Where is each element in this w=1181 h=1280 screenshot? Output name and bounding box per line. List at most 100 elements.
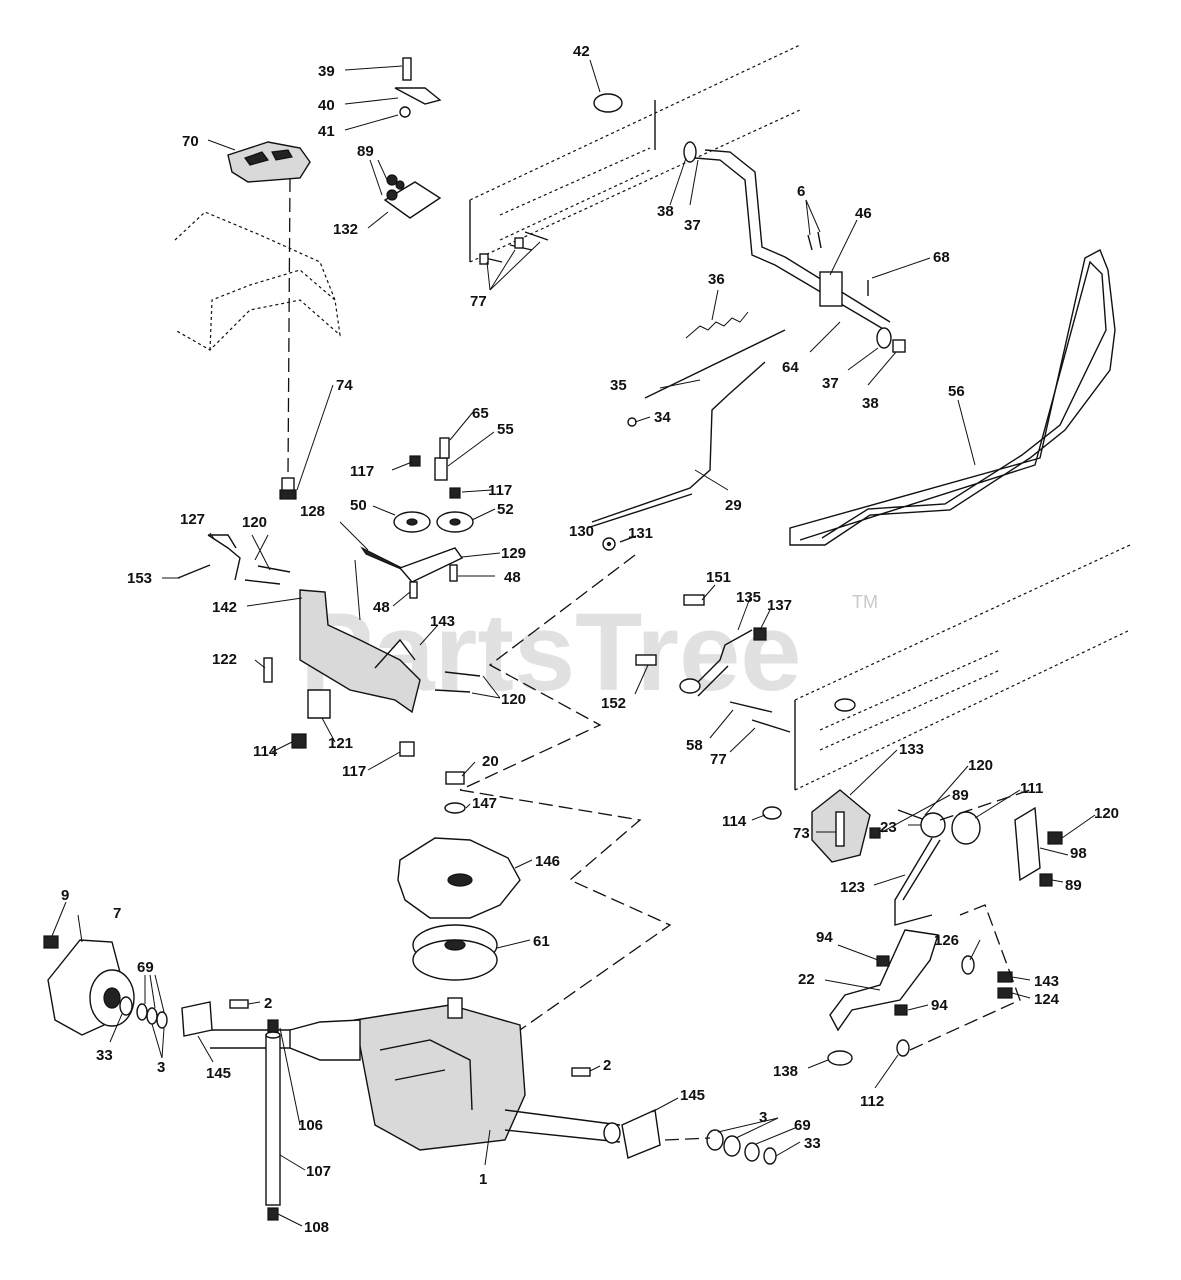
callout-126[interactable]: 126 xyxy=(934,932,959,949)
bolt-94-upper[interactable] xyxy=(876,955,890,967)
callout-55[interactable]: 55 xyxy=(497,421,514,438)
bolt-65[interactable] xyxy=(439,437,450,459)
callout-48-right[interactable]: 48 xyxy=(504,569,521,586)
fitting-106[interactable] xyxy=(267,1019,279,1033)
link-135[interactable] xyxy=(679,629,753,697)
callout-77-top[interactable]: 77 xyxy=(470,293,487,310)
callout-35[interactable]: 35 xyxy=(610,377,627,394)
callout-121[interactable]: 121 xyxy=(328,735,353,752)
lift-link-29[interactable] xyxy=(586,361,766,529)
callout-50[interactable]: 50 xyxy=(350,497,367,514)
callout-117-bottom[interactable]: 117 xyxy=(342,763,366,780)
nut-117-c[interactable] xyxy=(399,741,415,757)
callout-152[interactable]: 152 xyxy=(601,695,626,712)
callout-52[interactable]: 52 xyxy=(497,501,514,518)
washer-33-left[interactable] xyxy=(119,996,133,1016)
left-axle[interactable] xyxy=(210,1019,361,1061)
callout-22[interactable]: 22 xyxy=(798,971,815,988)
bolt-152[interactable] xyxy=(635,654,657,666)
nut-38-right[interactable] xyxy=(892,339,906,353)
callout-151[interactable]: 151 xyxy=(706,569,731,586)
pin-34[interactable] xyxy=(627,417,637,427)
callout-132[interactable]: 132 xyxy=(333,221,358,238)
callout-23[interactable]: 23 xyxy=(880,819,897,836)
nut-20[interactable] xyxy=(445,771,465,785)
callout-40[interactable]: 40 xyxy=(318,97,335,114)
idler-arm-129[interactable] xyxy=(398,547,464,583)
callout-56[interactable]: 56 xyxy=(948,383,965,400)
bolts-120-lower[interactable] xyxy=(434,671,481,693)
callout-36[interactable]: 36 xyxy=(708,271,725,288)
bracket-121[interactable] xyxy=(307,689,331,719)
callout-37-right[interactable]: 37 xyxy=(822,375,839,392)
bolts-48[interactable] xyxy=(409,564,458,599)
callout-68[interactable]: 68 xyxy=(933,249,950,266)
callout-77-lower[interactable]: 77 xyxy=(710,751,727,768)
callout-147[interactable]: 147 xyxy=(472,795,497,812)
callout-38-right[interactable]: 38 xyxy=(862,395,879,412)
callout-64[interactable]: 64 xyxy=(782,359,799,376)
bolt-131[interactable] xyxy=(619,535,637,543)
callout-3-right[interactable]: 3 xyxy=(759,1109,767,1126)
bracket-40-assembly[interactable] xyxy=(394,57,442,118)
callout-20[interactable]: 20 xyxy=(482,753,499,770)
callout-142[interactable]: 142 xyxy=(212,599,237,616)
callout-38-left[interactable]: 38 xyxy=(657,203,674,220)
callout-33-right[interactable]: 33 xyxy=(804,1135,821,1152)
washer-147[interactable] xyxy=(444,802,466,814)
lift-shaft-64[interactable] xyxy=(683,141,892,349)
bracket-132[interactable] xyxy=(383,174,442,219)
callout-127[interactable]: 127 xyxy=(180,511,205,528)
shaft-107[interactable] xyxy=(265,1031,281,1206)
callout-114-right[interactable]: 114 xyxy=(722,813,747,830)
callout-1[interactable]: 1 xyxy=(479,1171,487,1188)
callout-42[interactable]: 42 xyxy=(573,43,590,60)
nut-89-far-right[interactable] xyxy=(1039,873,1053,887)
callout-128[interactable]: 128 xyxy=(300,503,325,520)
bracket-142[interactable] xyxy=(299,589,421,714)
callout-137[interactable]: 137 xyxy=(767,597,792,614)
transaxle-1[interactable] xyxy=(354,997,526,1151)
callout-153[interactable]: 153 xyxy=(127,570,152,587)
key-2-left[interactable] xyxy=(229,999,249,1009)
callout-7[interactable]: 7 xyxy=(113,905,121,922)
callout-129[interactable]: 129 xyxy=(501,545,526,562)
bolts-120-upper[interactable] xyxy=(244,565,291,585)
callout-123[interactable]: 123 xyxy=(840,879,865,896)
bolt-122[interactable] xyxy=(263,657,273,683)
callout-73[interactable]: 73 xyxy=(793,825,810,842)
callout-69-right[interactable]: 69 xyxy=(794,1117,811,1134)
callout-34[interactable]: 34 xyxy=(654,409,671,426)
wheel-hub-7[interactable] xyxy=(47,939,135,1036)
bracket-98[interactable] xyxy=(1014,806,1041,882)
bolts-77-top[interactable] xyxy=(479,231,549,265)
callout-61[interactable]: 61 xyxy=(533,933,550,950)
spacer-42[interactable] xyxy=(593,93,623,113)
pulley-50[interactable] xyxy=(393,511,431,533)
callout-111[interactable]: 111 xyxy=(1020,780,1043,797)
pedal-arm-22[interactable] xyxy=(829,929,939,1032)
callout-120-b[interactable]: 120 xyxy=(501,691,526,708)
hairpin-153[interactable] xyxy=(177,564,211,579)
callout-120-c[interactable]: 120 xyxy=(968,757,993,774)
washer-130[interactable] xyxy=(602,537,616,551)
callout-41[interactable]: 41 xyxy=(318,123,335,140)
clip-145-left[interactable] xyxy=(181,1001,213,1037)
bolt-151[interactable] xyxy=(683,594,705,606)
fan-146[interactable] xyxy=(397,837,521,919)
callout-130[interactable]: 130 xyxy=(569,523,594,540)
callout-145-right[interactable]: 145 xyxy=(680,1087,705,1104)
washers-69-left[interactable] xyxy=(136,1003,168,1029)
callout-124[interactable]: 124 xyxy=(1034,991,1060,1008)
callout-70[interactable]: 70 xyxy=(182,133,199,150)
spring-36[interactable] xyxy=(685,311,749,339)
callout-33-left[interactable]: 33 xyxy=(96,1047,113,1064)
callout-107[interactable]: 107 xyxy=(306,1163,331,1180)
pulley-52[interactable] xyxy=(436,511,474,533)
callout-98[interactable]: 98 xyxy=(1070,845,1087,862)
callout-94-lower[interactable]: 94 xyxy=(931,997,948,1014)
callout-2-left[interactable]: 2 xyxy=(264,995,272,1012)
nut-114-right[interactable] xyxy=(762,806,782,820)
seat-bracket-70[interactable] xyxy=(227,141,311,183)
spacer-55[interactable] xyxy=(434,457,448,481)
